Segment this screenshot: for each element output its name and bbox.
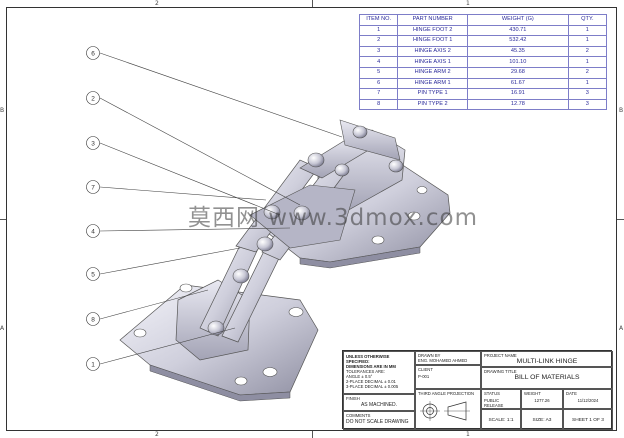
dims-label: DIMENSIONS ARE IN MM [346,364,396,369]
scale-cell: SCALE: 1:1 [481,409,521,430]
zone-tick [312,431,313,438]
drawn-by-value: ENG. MOHAMED AHMED [418,358,468,363]
two-place-tolerance: 2-PLACE DECIMAL ± 0.01 [346,379,396,384]
tolerances-label: TOLERANCES ARE: [346,369,386,374]
comments-label: COMMENTS [346,413,371,418]
balloon [86,91,100,105]
zone-top-left: 2 [155,0,159,7]
zone-bottom-right: 1 [466,431,470,438]
finish-cell: FINISH AS MACHINED. [343,394,415,411]
title-block: UNLESS OTHERWISE SPECIFIED: DIMENSIONS A… [342,350,613,430]
zone-left-lower: A [0,325,5,332]
balloon-label: 8 [91,317,95,324]
third-angle-projection-icon [420,401,470,421]
size-cell: SIZE: A3 [521,409,563,430]
date-value: 11/12/2024 [577,398,599,403]
bom-cell-qty: 3 [567,98,608,111]
drawing-title-cell: DRAWING TITLE BILL OF MATERIALS [481,367,613,389]
zone-right-upper: B [619,107,624,114]
weight-label: WEIGHT [524,391,541,396]
three-place-tolerance: 3-PLACE DECIMAL ± 0.005 [346,384,399,389]
item-balloons: 6 2 3 7 4 5 8 1 [86,46,100,371]
balloon-label: 6 [91,51,95,58]
status-value: PUBLIC RELEASE [484,398,504,408]
balloon-leaders [99,52,343,365]
zone-right-lower: A [619,325,624,332]
zone-tick [617,219,624,220]
status-cell: STATUS PUBLIC RELEASE [481,389,521,409]
balloon [86,136,100,150]
comments-cell: COMMENTS DO NOT SCALE DRAWING [343,411,415,430]
balloon [86,224,100,238]
drawn-by-label: DRAWN BY [418,353,441,358]
zone-tick [312,0,313,7]
drawn-by-cell: DRAWN BY ENG. MOHAMED AHMED [415,351,481,365]
balloon [86,357,100,371]
balloon [86,46,100,60]
balloon-label: 5 [91,272,95,279]
drawing-title-label: DRAWING TITLE [484,369,517,374]
tolerance-cell: UNLESS OTHERWISE SPECIFIED: DIMENSIONS A… [343,351,415,394]
drawing-title-value: BILL OF MATERIALS [514,374,580,381]
balloon [86,312,100,326]
sheet-cell: SHEET 1 OF 3 [563,409,613,430]
finish-value: AS MACHINED. [360,402,398,408]
balloon-label: 7 [91,185,95,192]
balloon [86,180,100,194]
angle-tolerance: ANGLE ± 0.5° [346,374,373,379]
zone-bottom-left: 2 [155,431,159,438]
balloon-label: 1 [91,362,95,369]
project-name-label: PROJECT NAME [484,353,517,358]
project-name-value: MULTI-LINK HINGE [516,358,578,365]
balloon-label: 2 [91,96,95,103]
projection-label: THIRD ANGLE PROJECTION [418,391,475,396]
unless-label: UNLESS OTHERWISE SPECIFIED: [346,354,390,364]
balloon-label: 4 [91,229,95,236]
bom-header-qty: QTY. [567,14,608,26]
weight-value: 1277.26 [534,398,550,403]
zone-left-upper: B [0,107,5,114]
finish-label: FINISH [346,396,360,401]
date-label: DATE [566,391,577,396]
status-label: STATUS [484,391,500,396]
drawing-frame [6,7,617,431]
bom-header-row: ITEM NO. PART NUMBER WEIGHT (G) QTY. [358,14,608,26]
client-label: CLIENT [418,367,433,372]
balloon [86,267,100,281]
client-cell: CLIENT P-001 [415,365,481,389]
bom-cell-item: 8 [358,98,399,111]
weight-cell: WEIGHT 1277.26 [521,389,563,409]
projection-cell: THIRD ANGLE PROJECTION [415,389,481,430]
bom-header-item-no: ITEM NO. [358,14,399,26]
balloon-label: 3 [91,141,95,148]
date-cell: DATE 11/12/2024 [563,389,613,409]
zone-top-right: 1 [466,0,470,7]
zone-tick [0,219,6,220]
project-name-cell: PROJECT NAME MULTI-LINK HINGE [481,351,613,367]
comments-value: DO NOT SCALE DRAWING [346,419,409,425]
watermark: 莫西网 www.3dmox.com [188,205,478,231]
client-value: P-001 [418,374,430,379]
